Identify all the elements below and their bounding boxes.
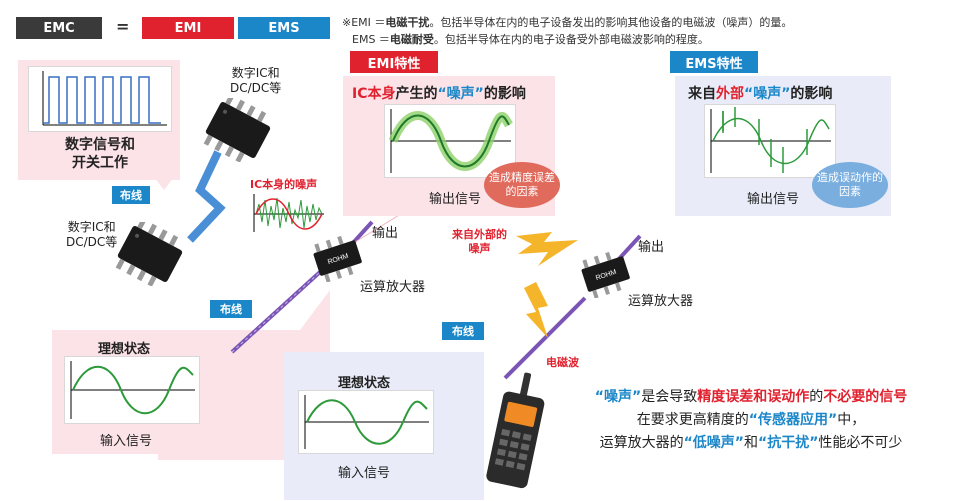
emi-definition: ※EMI ＝电磁干扰。包括半导体在内的电子设备发出的影响其他设备的电磁波（噪声）… <box>342 16 793 29</box>
walkie-talkie-icon <box>486 372 545 489</box>
equals-sign: = <box>116 17 130 36</box>
amp1-name: 运算放大器 <box>360 280 426 295</box>
amp1-chip: ROHM <box>313 236 362 282</box>
caption-pointer <box>150 172 178 190</box>
ideal2-title: 理想状态 <box>338 376 391 391</box>
external-noise-label: 来自外部的噪声 <box>452 228 507 255</box>
ems-badge: EMS特性 <box>670 51 758 73</box>
ic-chip-top <box>203 98 271 162</box>
wire-label-digital: 布线 <box>112 186 150 204</box>
ideal1-input-label: 输入信号 <box>100 434 153 449</box>
emi-output-plot <box>384 104 516 178</box>
ems-panel-title: 来自外部“噪声”的影响 <box>688 86 833 102</box>
emi-badge: EMI特性 <box>350 51 438 73</box>
ic-chip-bottom <box>115 222 183 286</box>
ems-definition: EMS ＝电磁耐受。包括半导体在内的电子设备受外部电磁波影响的程度。 <box>352 33 709 46</box>
emi-panel-title: IC本身产生的“噪声”的影响 <box>352 86 526 102</box>
ideal2-input-label: 输入信号 <box>338 466 391 481</box>
amp2-output-label: 输出 <box>638 240 665 255</box>
wire-2b <box>616 234 642 262</box>
ideal1-plot <box>64 356 200 424</box>
wire-label-amp2: 布线 <box>442 322 484 340</box>
wire-label-amp1: 布线 <box>210 300 252 318</box>
amp2-name: 运算放大器 <box>628 294 694 309</box>
digital-signal-caption: 数字信号和开关工作 <box>65 137 135 171</box>
digital-wire <box>187 150 226 243</box>
wire-2 <box>503 296 587 380</box>
ideal1-title: 理想状态 <box>98 342 151 357</box>
ems-bubble: 造成误动作的因素 <box>812 162 888 208</box>
emi-tag: EMI <box>142 17 234 39</box>
conclusion-line-3: 运算放大器的“低噪声”和“抗干扰”性能必不可少 <box>599 435 903 451</box>
ic-noise-label: IC本身的噪声 <box>250 178 318 191</box>
ems-output-label: 输出信号 <box>746 192 799 207</box>
amp1-output-label: 输出 <box>372 226 399 241</box>
conclusion-line-1: “噪声”是会导致精度误差和误动作的不必要的信号 <box>594 389 908 405</box>
amp2-chip: ROHM <box>581 252 630 298</box>
lightning-icon <box>516 232 578 266</box>
square-wave-box <box>28 66 172 132</box>
conclusion-line-2: 在要求更高精度的“传感器应用”中， <box>636 412 866 428</box>
emc-tag: EMC <box>16 17 102 39</box>
ic-noise-plot <box>253 194 324 232</box>
radio-wave-label: 电磁波 <box>546 356 579 369</box>
wire-1b <box>350 220 374 246</box>
emi-output-label: 输出信号 <box>428 192 481 207</box>
ems-output-plot <box>704 104 836 178</box>
ideal2-plot <box>298 390 434 454</box>
conclusion-text: “噪声”是会导致精度误差和误动作的不必要的信号 在要求更高精度的“传感器应用”中… <box>546 386 956 455</box>
lightning-icon-2 <box>524 282 548 338</box>
square-wave-icon <box>42 71 167 126</box>
emi-bubble: 造成精度误差的因素 <box>484 162 560 208</box>
ems-tag: EMS <box>238 17 330 39</box>
